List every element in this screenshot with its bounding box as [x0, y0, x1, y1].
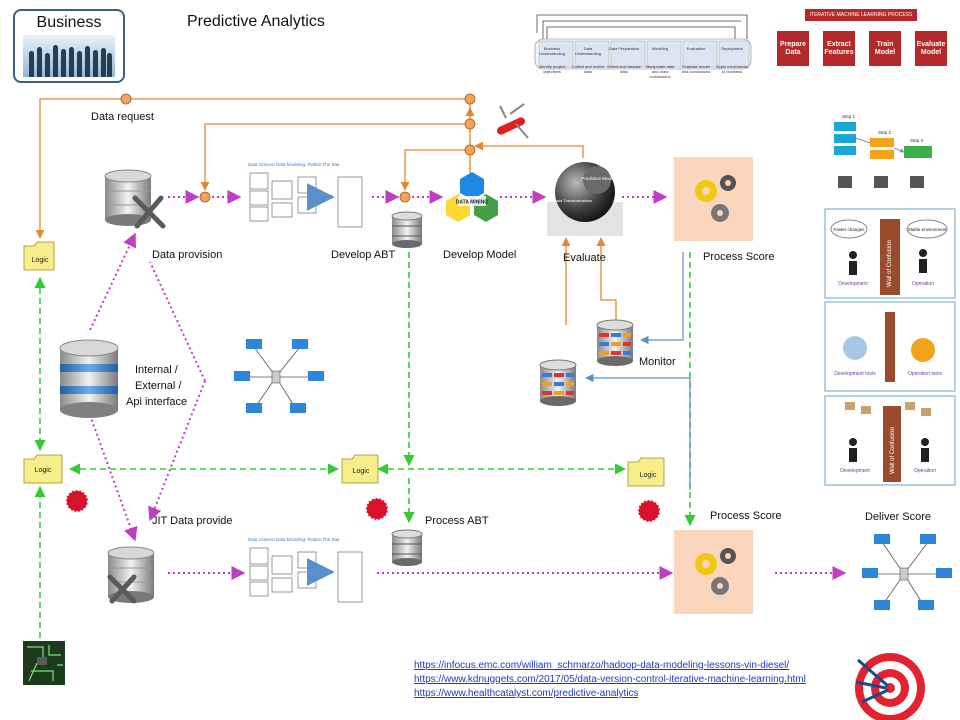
monitor-database-icon — [596, 319, 634, 366]
blue-connectors — [585, 252, 691, 490]
wall-panel-1: Wall of Confusion Faster changes Stable … — [824, 208, 956, 299]
flatten-star-caption: Data Science Data Modeling: Flatten The … — [248, 162, 340, 167]
ml-step-train: Train Model — [869, 31, 901, 66]
lifecycle-phases: Business Understanding Data Understandin… — [535, 46, 753, 88]
process-score-gears-bottom-icon — [674, 530, 753, 614]
network-topology-deliver-icon — [862, 534, 952, 610]
page-title: Predictive Analytics — [187, 13, 325, 30]
steps-panel: Step 1 Step 2 Step 3 — [834, 114, 932, 188]
external-label: External / — [135, 380, 182, 392]
jit-database-icon — [107, 546, 155, 604]
wall-label: Wall of Confusion — [890, 427, 896, 474]
logic-label: Logic — [353, 468, 370, 475]
step2-label: Step 2 — [878, 130, 892, 135]
lifecycle-phase: Deployment — [721, 46, 743, 51]
business-people-image-icon — [23, 35, 115, 77]
orange-connectors — [35, 98, 617, 325]
internal-label: Internal / — [135, 364, 178, 376]
archive-database-icon — [539, 359, 577, 406]
evaluate-label: Evaluate — [563, 252, 606, 264]
reference-link-healthcatalyst[interactable]: https://www.healthcatalyst.com/predictiv… — [414, 688, 639, 699]
wall-panel-3: Wall of Confusion Development Operation — [824, 395, 956, 486]
reference-link-kdnuggets[interactable]: https://www.kdnuggets.com/2017/05/data-v… — [414, 674, 806, 685]
develop-abt-database-icon — [391, 211, 423, 248]
magenta-flows — [89, 190, 847, 580]
lifecycle-detail: Apply conclusions to business — [715, 64, 749, 74]
predictive-models-icon: Predictive Models Data Transformations — [547, 162, 623, 236]
flatten-star-diagram-bottom: Data Science Data Modeling: Flatten The … — [248, 537, 363, 603]
jit-data-provide-label: JIT Data provide — [152, 515, 233, 527]
lifecycle-phase: Data Preparation — [608, 46, 640, 51]
lifecycle-detail: Manipulate data and draw conclusions — [645, 64, 675, 79]
ml-step-extract: Extract Features — [823, 31, 855, 66]
logic-folder-left-top: Logic — [23, 241, 55, 271]
circuit-board-icon — [23, 641, 65, 685]
target-darts-icon — [855, 653, 925, 720]
monitor-label: Monitor — [639, 356, 676, 368]
data-mining-label: DATA MINING — [456, 200, 489, 206]
lifecycle-phase: Modeling — [651, 46, 669, 51]
lifecycle-detail: Select and cleanse data — [607, 64, 641, 74]
flatten-star-diagram-top: Data Science Data Modeling: Flatten The … — [248, 162, 363, 228]
development-label: Development — [838, 281, 868, 287]
step3-label: Step 3 — [910, 138, 924, 143]
business-box: Business — [13, 9, 125, 83]
logic-label: Logic — [32, 257, 49, 264]
ml-step-evaluate: Evaluate Model — [915, 31, 947, 66]
ml-process-graphic: ITERATIVE MACHINE LEARNING PROCESS Prepa… — [777, 9, 947, 67]
data-provision-database-icon — [104, 169, 166, 229]
data-provision-label: Data provision — [152, 249, 223, 261]
process-abt-database-icon — [391, 529, 423, 566]
reference-links: https://infocus.emc.com/william_schmarzo… — [414, 659, 806, 701]
reference-link-emc[interactable]: https://infocus.emc.com/william_schmarzo… — [414, 660, 790, 671]
ml-process-header: ITERATIVE MACHINE LEARNING PROCESS — [805, 9, 917, 21]
api-interface-label: Api interface — [126, 396, 188, 408]
process-abt-label: Process ABT — [425, 515, 489, 527]
orange-nodes — [120, 93, 476, 203]
red-seal-icon — [65, 489, 661, 523]
lifecycle-detail: Collect and review data — [571, 64, 605, 74]
lifecycle-phase: Business Understanding — [538, 46, 566, 56]
development-label: Development — [840, 468, 870, 474]
wall-panel-2: Development tools Operation tools — [824, 301, 956, 392]
logic-folder-center: Logic — [341, 454, 379, 484]
op-tools-label: Operation tools — [908, 371, 942, 377]
logic-folder-left-mid: Logic — [23, 454, 63, 484]
dev-tools-label: Development tools — [834, 371, 876, 377]
business-title: Business — [36, 14, 102, 31]
operation-label: Operation — [912, 281, 934, 287]
lifecycle-detail: Identify project objectives — [538, 64, 565, 74]
lifecycle-phase: Evaluation — [686, 46, 706, 51]
data-mining-hex-icon: DATA MINING — [446, 172, 498, 222]
wall-label: Wall of Confusion — [887, 240, 893, 287]
process-score-top-label: Process Score — [703, 251, 775, 263]
step1-label: Step 1 — [842, 114, 856, 119]
logic-label: Logic — [640, 472, 657, 479]
swiss-knife-icon — [497, 103, 529, 139]
green-flows — [34, 252, 696, 638]
internal-external-database-icon — [59, 339, 119, 418]
operation-label: Operation — [914, 468, 936, 474]
logic-folder-right: Logic — [627, 457, 665, 487]
process-score-bottom-label: Process Score — [710, 510, 782, 522]
network-topology-center-icon — [234, 339, 324, 413]
data-transformations-label: Data Transformations — [554, 198, 592, 203]
lifecycle-process-diagram — [534, 14, 752, 70]
process-score-gears-top-icon — [674, 157, 753, 241]
lifecycle-detail: Evaluate model and conclusions — [681, 64, 711, 74]
develop-model-label: Develop Model — [443, 249, 517, 261]
data-request-label: Data request — [91, 111, 154, 123]
stable-label: Stable environment — [908, 227, 948, 232]
predictive-models-label: Predictive Models — [581, 176, 617, 181]
faster-changes-label: Faster changes — [833, 227, 865, 232]
lifecycle-phase: Data Understanding — [574, 46, 602, 56]
flatten-star-caption-bottom: Data Science Data Modeling: Flatten The … — [248, 537, 340, 542]
logic-label: Logic — [35, 467, 52, 474]
deliver-score-label: Deliver Score — [865, 511, 932, 523]
ml-step-prepare: Prepare Data — [777, 31, 809, 66]
develop-abt-label: Develop ABT — [331, 249, 396, 261]
